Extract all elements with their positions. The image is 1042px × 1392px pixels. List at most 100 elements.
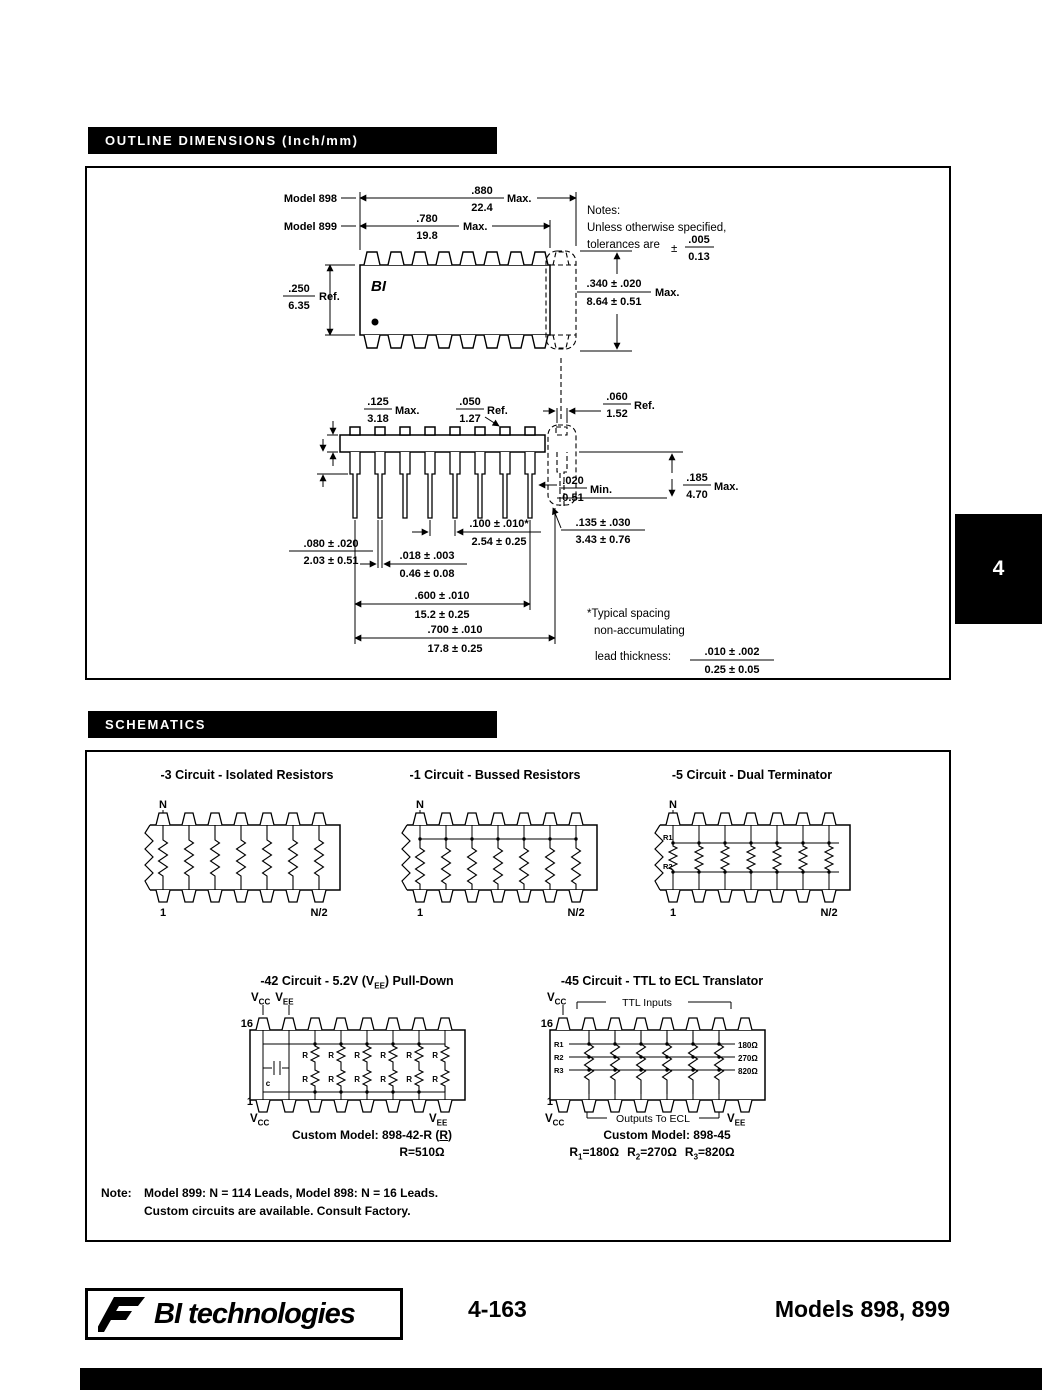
brand-name: BI technologies <box>154 1297 356 1330</box>
outline-drawing: BI .880 22.4 Max. Model 898 .780 19.8 Ma… <box>283 185 774 676</box>
dim-100: .100 ± .010* 2.54 ± 0.25 <box>412 518 541 548</box>
dim-018-mm: 0.46 ± 0.08 <box>400 568 455 580</box>
schematic-5-drawing: N R1 R2 1 N/2 <box>654 799 851 919</box>
s42-r-label: R <box>432 1051 438 1060</box>
dim-125-suffix: Max. <box>395 405 419 417</box>
dim-340-suffix: Max. <box>655 287 679 299</box>
dim-018: .018 ± .003 0.46 ± 0.08 <box>360 520 467 580</box>
schematic-45-title: -45 Circuit - TTL to ECL Translator <box>560 974 764 988</box>
s42-r-label: R <box>432 1075 438 1084</box>
s42-r-label: R <box>302 1075 308 1084</box>
s42-r-label: R <box>406 1075 412 1084</box>
s45-r3-label: R3 <box>554 1066 564 1075</box>
s45-pin-16-label: 16 <box>541 1018 553 1030</box>
schematics-header: SCHEMATICS <box>88 711 497 738</box>
dim-700-inch: .700 ± .010 <box>428 624 483 636</box>
footnote-line1: *Typical spacing <box>587 608 670 620</box>
s45-r2-label: R2 <box>554 1053 564 1062</box>
s3-pin-1-label: 1 <box>160 907 166 919</box>
dim-125: .125 3.18 Max. <box>327 396 419 466</box>
schematic-45-drawing: 16 1 TTL Inputs R1 R2 R3 180Ω 270Ω 820Ω … <box>541 997 766 1125</box>
dim-135-mm: 3.43 ± 0.76 <box>576 534 631 546</box>
notes-block: Notes: Unless otherwise specified, toler… <box>587 205 726 263</box>
models-label: Models 898, 899 <box>774 1296 950 1322</box>
page-number: 4-163 <box>468 1296 527 1322</box>
bottom-bar <box>80 1368 1042 1390</box>
pin1-dot <box>371 318 379 326</box>
schematic-3-title: -3 Circuit - Isolated Resistors <box>160 768 334 782</box>
section-tab: 4 <box>955 514 1042 624</box>
dim-060-suffix: Ref. <box>634 400 655 412</box>
s42-r-label: R <box>354 1075 360 1084</box>
s5-pin-n2-label: N/2 <box>820 907 837 919</box>
dim-880-inch: .880 <box>471 185 492 197</box>
dim-018-inch: .018 ± .003 <box>400 550 455 562</box>
dip-side-view <box>339 424 577 519</box>
s1-pin-1-label: 1 <box>417 907 423 919</box>
dim-080: .080 ± .020 2.03 ± 0.51 <box>289 439 373 567</box>
s1-pin-n-label: N <box>416 799 424 811</box>
model-899-label: Model 899 <box>284 221 337 233</box>
schematic-42-title: -42 Circuit - 5.2V (VEE) Pull-Down <box>260 974 454 991</box>
s45-r1-label: R1 <box>554 1040 564 1049</box>
dim-060-inch: .060 <box>606 391 627 403</box>
s42-vee-bottom-label: VEE <box>429 1113 448 1128</box>
s45-vee-bottom-label: VEE <box>727 1113 746 1128</box>
dim-250-suffix: Ref. <box>319 291 340 303</box>
dim-880: .880 22.4 Max. Model 898 <box>284 185 577 250</box>
dim-700: .700 ± .010 17.8 ± 0.25 <box>354 508 556 655</box>
footnote-thickness-inch: .010 ± .002 <box>705 646 760 658</box>
s5-pin-n-label: N <box>669 799 677 811</box>
s42-r-label: R <box>380 1075 386 1084</box>
dim-185-mm: 4.70 <box>686 489 707 501</box>
dim-700-mm: 17.8 ± 0.25 <box>428 643 483 655</box>
s42-capacitor-label: c <box>266 1079 271 1088</box>
dim-340-mm: 8.64 ± 0.51 <box>587 296 642 308</box>
dim-020: .020 0.51 Min. <box>538 475 612 504</box>
dim-080-inch: .080 ± .020 <box>304 538 359 550</box>
schematic-1-title: -1 Circuit - Bussed Resistors <box>409 768 581 782</box>
s42-r-label: R <box>406 1051 412 1060</box>
s45-ttl-inputs-label: TTL Inputs <box>622 997 672 1009</box>
s42-r-label: R <box>302 1051 308 1060</box>
dim-125-inch: .125 <box>367 396 388 408</box>
dim-250: .250 6.35 Ref. <box>283 264 355 336</box>
dim-600-inch: .600 ± .010 <box>415 590 470 602</box>
bi-logo-mark <box>98 1297 145 1332</box>
s42-pin-16-label: 16 <box>241 1018 253 1030</box>
dim-135-inch: .135 ± .030 <box>576 517 631 529</box>
dim-060: .060 1.52 Ref. <box>543 391 655 423</box>
dim-185-suffix: Max. <box>714 481 738 493</box>
dim-050: .050 1.27 Ref. <box>456 396 508 427</box>
dim-250-mm: 6.35 <box>288 300 309 312</box>
notes-plusminus: ± <box>671 243 677 255</box>
dim-185: .185 4.70 Max. <box>557 451 738 501</box>
s45-vcc-bottom-label: VCC <box>545 1113 565 1128</box>
model-898-label: Model 898 <box>284 193 337 205</box>
dim-135: .135 ± .030 3.43 ± 0.76 <box>552 507 645 546</box>
schematic-1-drawing: N 1 N/2 <box>401 799 598 919</box>
dim-340-inch: .340 ± .020 <box>587 278 642 290</box>
note-line1: Model 899: N = 114 Leads, Model 898: N =… <box>144 1186 439 1200</box>
footnote-thickness-mm: 0.25 ± 0.05 <box>705 664 760 676</box>
dim-020-suffix: Min. <box>590 484 612 496</box>
schematic-5-title: -5 Circuit - Dual Terminator <box>671 768 833 782</box>
notes-tol-inch: .005 <box>688 234 709 246</box>
dim-780-mm: 19.8 <box>416 230 437 242</box>
dip-top-view: BI <box>359 250 577 421</box>
s42-pin-1-label: 1 <box>247 1096 253 1108</box>
dim-880-mm: 22.4 <box>471 202 493 214</box>
outline-dimensions-header: OUTLINE DIMENSIONS (Inch/mm) <box>88 127 497 154</box>
notes-line3: tolerances are <box>587 239 660 251</box>
dim-780-inch: .780 <box>416 213 437 225</box>
dim-020-inch: .020 <box>562 475 583 487</box>
schematics-box: N 1 N/2 N 1 N/2 N R1 R2 <box>85 750 951 1242</box>
s45-value-820: 820Ω <box>738 1067 758 1076</box>
s45-caption-model: Custom Model: 898-45 <box>603 1128 731 1142</box>
s3-pin-n-label: N <box>159 799 167 811</box>
s45-value-270: 270Ω <box>738 1054 758 1063</box>
bi-chip-logo: BI <box>371 278 387 295</box>
dim-125-mm: 3.18 <box>367 413 388 425</box>
